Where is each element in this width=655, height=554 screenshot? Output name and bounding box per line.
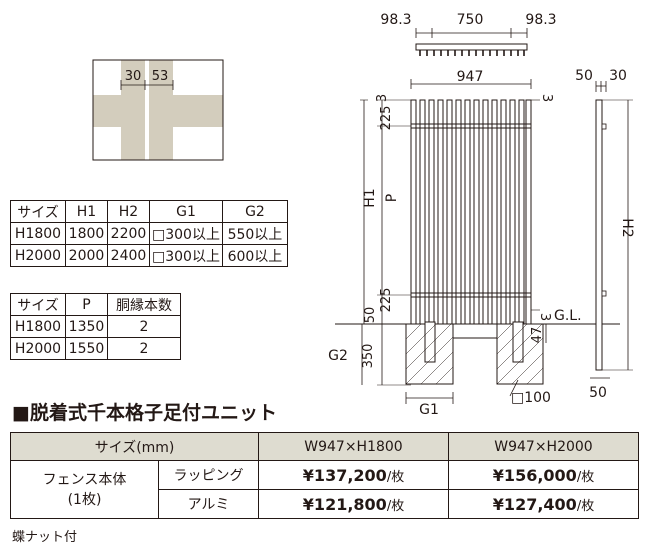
dim-47: 47: [530, 327, 545, 344]
dim-50-left: 50: [363, 307, 378, 324]
header-cell: G2: [221, 200, 288, 223]
price-cell: ¥156,000/枚: [448, 460, 639, 490]
dim-h1: H1: [362, 188, 378, 207]
price-cell: ¥137,200/枚: [258, 460, 449, 490]
dim-225-top: 225: [379, 106, 394, 131]
price-table: サイズ(mm) W947×H1800 W947×H2000 フェンス本体 (1枚…: [10, 432, 639, 519]
table-cell: H2000: [10, 337, 66, 360]
table-row: H2000 1550 2: [10, 337, 181, 360]
table-cell: H1800: [10, 222, 66, 245]
price-cell: ¥127,400/枚: [448, 489, 639, 519]
dim-g1: G1: [419, 402, 439, 418]
table-cell: H1800: [10, 315, 66, 338]
header-cell: H1: [65, 200, 108, 223]
table-row: H1800 1800 2200 □300以上 550以上: [10, 222, 288, 245]
header-cell: サイズ: [10, 293, 66, 316]
pattern-label-53: 53: [152, 69, 169, 84]
dim-top-left: 98.3: [380, 12, 411, 28]
table-header-row: サイズ P 胴縁本数: [10, 293, 181, 316]
front-elevation: [335, 79, 620, 404]
header-col2: W947×H2000: [448, 432, 639, 461]
header-cell: サイズ: [10, 200, 66, 223]
table-cell: 1800: [65, 222, 108, 245]
section-title: ■脱着式千本格子足付ユニット: [12, 402, 277, 424]
price-value: ¥156,000: [492, 465, 577, 485]
table-row: H2000 2000 2400 □300以上 600以上: [10, 244, 288, 267]
dim-top-right: 98.3: [525, 12, 556, 28]
header-size: サイズ(mm): [10, 432, 259, 461]
table-cell: 1350: [65, 315, 108, 338]
dim-g2: G2: [328, 348, 348, 364]
dim-top-gap-left: 3: [375, 94, 390, 102]
table-cell: 2: [107, 315, 181, 338]
dim-top-gap-right: 3: [539, 94, 554, 102]
price-unit: /枚: [576, 469, 595, 485]
rail-count-table: サイズ P 胴縁本数 H1800 1350 2 H2000 1550 2: [10, 293, 181, 360]
price-value: ¥127,400: [492, 494, 577, 514]
label-gl: G.L.: [554, 308, 582, 324]
table-cell: 2: [107, 337, 181, 360]
pattern-diagram: 30 53: [92, 59, 224, 161]
price-unit: /枚: [386, 469, 405, 485]
price-value: ¥137,200: [302, 465, 387, 485]
header-cell: P: [65, 293, 108, 316]
table-cell: 2000: [65, 244, 108, 267]
label-post-100: □100: [511, 390, 551, 406]
side-view: [590, 81, 633, 379]
price-header-row: サイズ(mm) W947×H1800 W947×H2000: [10, 432, 639, 461]
item-name: フェンス本体: [42, 471, 127, 488]
dim-350: 350: [361, 344, 376, 369]
price-unit: /枚: [576, 498, 595, 514]
item-name-cell: フェンス本体 (1枚): [10, 460, 159, 519]
header-col1: W947×H1800: [258, 432, 449, 461]
dim-h2: H2: [619, 218, 635, 237]
table-cell: 2400: [107, 244, 150, 267]
dim-50-bottom: 50: [589, 385, 607, 401]
footnote: 蝶ナット付: [12, 530, 78, 545]
price-value: ¥121,800: [302, 494, 387, 514]
table-cell: 2200: [107, 222, 150, 245]
size-table: サイズ H1 H2 G1 G2 H1800 1800 2200 □300以上 5…: [10, 200, 288, 267]
pattern-label-30: 30: [125, 69, 142, 84]
dim-top-mid: 750: [457, 12, 484, 28]
item-qty: (1枚): [67, 491, 102, 508]
dim-width-947: 947: [457, 69, 484, 85]
dim-side-50: 50: [575, 68, 593, 84]
price-unit: /枚: [386, 498, 405, 514]
table-cell: 1550: [65, 337, 108, 360]
footing-hatch: [405, 323, 544, 385]
dim-p: P: [384, 194, 400, 202]
dim-225-bottom: 225: [379, 288, 394, 313]
table-header-row: サイズ H1 H2 G1 G2: [10, 200, 288, 223]
variant-name: アルミ: [158, 489, 259, 519]
variant-name: ラッピング: [158, 460, 259, 490]
table-cell: H2000: [10, 244, 66, 267]
header-cell: H2: [107, 200, 150, 223]
table-cell: 550以上: [221, 222, 288, 245]
top-view: [415, 28, 528, 56]
price-row: アルミ ¥121,800/枚 ¥127,400/枚: [11, 489, 639, 519]
table-cell: 600以上: [221, 244, 288, 267]
header-cell: 胴縁本数: [107, 293, 181, 316]
price-row: フェンス本体 (1枚) ラッピング ¥137,200/枚 ¥156,000/枚: [10, 460, 639, 519]
table-row: H1800 1350 2: [10, 315, 181, 338]
price-cell: ¥121,800/枚: [258, 489, 449, 519]
dim-side-30: 30: [609, 68, 627, 84]
table-cell: □300以上: [149, 244, 223, 267]
header-cell: G1: [149, 200, 223, 223]
dim-3-right: 3: [537, 313, 552, 321]
table-cell: □300以上: [149, 222, 223, 245]
